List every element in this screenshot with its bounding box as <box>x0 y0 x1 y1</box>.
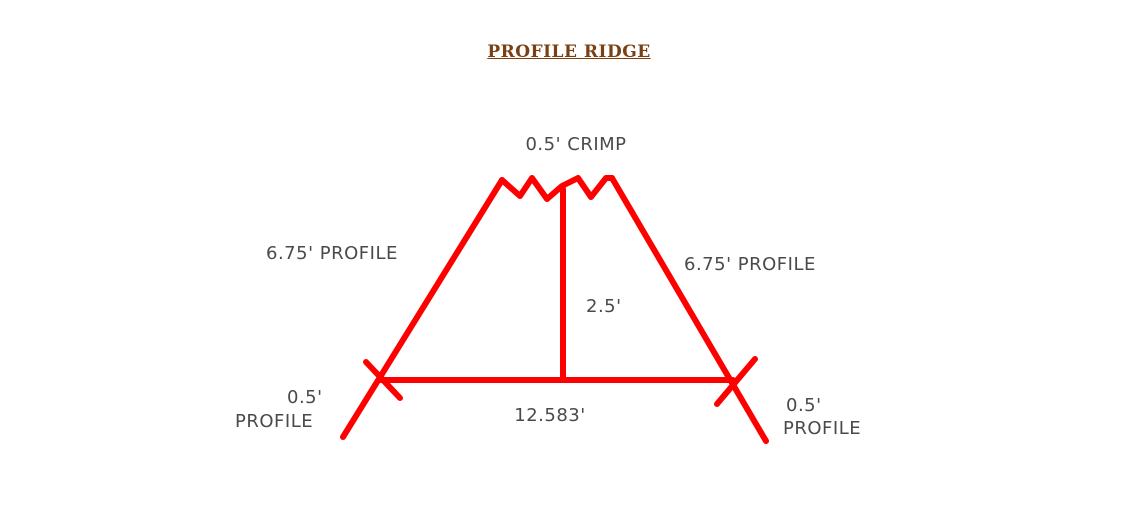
right-end-label-bottom: PROFILE <box>783 418 861 439</box>
left-profile-label: 6.75' PROFILE <box>266 243 398 264</box>
left-end-label-bottom: PROFILE <box>235 411 313 432</box>
left-end-label-top: 0.5' <box>287 387 323 408</box>
height-label: 2.5' <box>586 296 622 317</box>
crimp-zigzag <box>499 175 615 202</box>
left-profile-line <box>340 177 505 440</box>
right-end-label-top: 0.5' <box>786 395 822 416</box>
base-label: 12.583' <box>514 405 585 426</box>
right-profile-line <box>609 175 769 444</box>
crimp-label: 0.5' CRIMP <box>525 134 626 155</box>
right-profile-label: 6.75' PROFILE <box>684 254 816 275</box>
right-cross-mark <box>714 356 758 407</box>
diagram-title: PROFILE RIDGE <box>487 42 651 62</box>
